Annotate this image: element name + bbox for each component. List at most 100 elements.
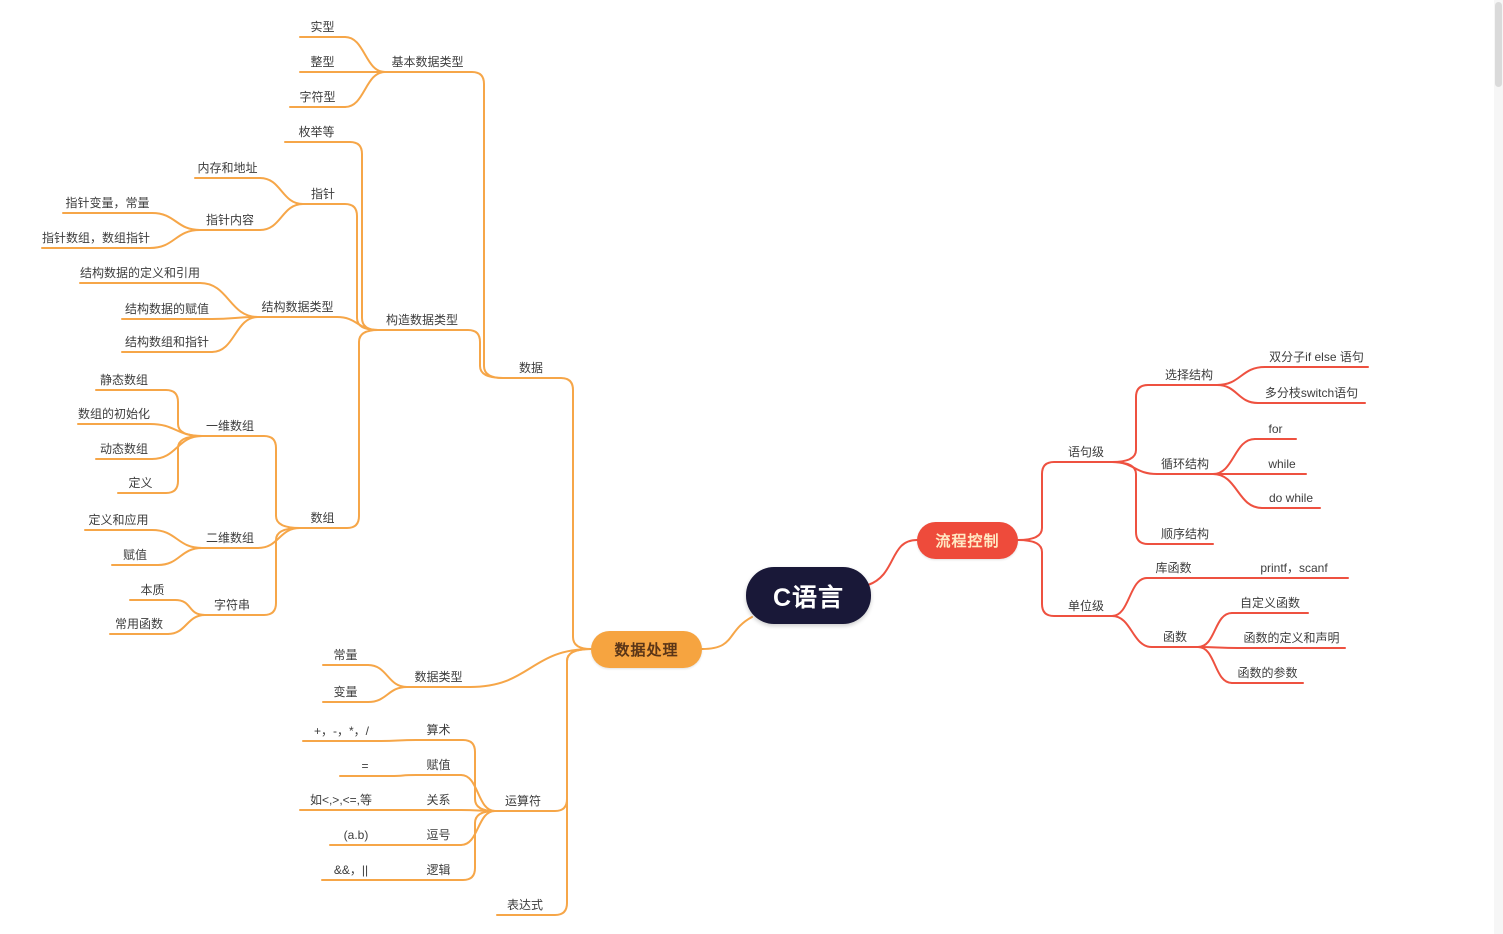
mindmap-node-label[interactable]: 结构数据的赋值: [124, 302, 209, 316]
center-to-left-connector: [701, 616, 753, 650]
mindmap-node-label[interactable]: 函数的定义和声明: [1243, 631, 1340, 645]
mindmap-node-label[interactable]: 结构数组和指针: [124, 335, 209, 349]
mindmap-node-label[interactable]: 顺序结构: [1160, 527, 1209, 541]
mindmap-node-label[interactable]: 赋值: [122, 548, 147, 562]
branch-connector: [1017, 539, 1061, 617]
mindmap-node-label[interactable]: for: [1268, 422, 1283, 436]
branch-connector: [259, 177, 304, 205]
mindmap-node-label[interactable]: 静态数组: [99, 373, 148, 387]
right-branch-topic[interactable]: 流程控制: [917, 522, 1018, 559]
mindmap-node-label[interactable]: 函数的参数: [1237, 666, 1298, 680]
mindmap-node-label[interactable]: 单位级: [1067, 599, 1104, 613]
mindmap-node-label[interactable]: 本质: [140, 583, 165, 597]
mindmap-node-label[interactable]: 定义和应用: [88, 513, 149, 527]
mindmap-node-label[interactable]: 整型: [310, 55, 335, 69]
mindmap-node-label[interactable]: 常用函数: [114, 617, 163, 631]
branch-connector: [558, 377, 592, 650]
scrollbar-track[interactable]: [1494, 0, 1503, 934]
mindmap-node-label[interactable]: 字符串: [213, 598, 250, 612]
mindmap-node-label[interactable]: while: [1268, 457, 1296, 471]
branch-connector: [211, 316, 259, 353]
mindmap-node-label[interactable]: 如<,>,<=,等: [309, 793, 373, 807]
mindmap-node-label[interactable]: 循环结构: [1160, 457, 1209, 471]
branch-connector: [344, 71, 386, 108]
branch-connector: [469, 648, 592, 688]
branch-connector: [1111, 461, 1158, 545]
mindmap-node-label[interactable]: 实型: [310, 20, 335, 34]
mindmap-node-label[interactable]: 构造数据类型: [385, 313, 458, 327]
mindmap-node-label[interactable]: 多分枝switch语句: [1264, 386, 1359, 400]
branch-connector: [149, 423, 203, 437]
branch-connector: [550, 648, 592, 812]
mindmap-node-label[interactable]: 定义: [128, 476, 153, 490]
mindmap-node-label[interactable]: 选择结构: [1164, 368, 1213, 382]
branch-connector: [1111, 384, 1162, 463]
branch-connector: [460, 810, 496, 881]
mindmap-node-label[interactable]: 关系: [426, 793, 451, 807]
mindmap-node-label[interactable]: 常量: [333, 648, 358, 662]
mindmap-node-label[interactable]: =: [361, 759, 369, 773]
mindmap-node-label[interactable]: 双分子if else 语句: [1269, 350, 1364, 364]
mindmap-node-label[interactable]: 指针数组，数组指针: [42, 231, 151, 245]
mindmap-node-label[interactable]: (a.b): [343, 828, 369, 842]
mindmap-node-label[interactable]: 库函数: [1155, 561, 1192, 575]
branch-connector: [367, 664, 408, 688]
mindmap-node-label[interactable]: do while: [1268, 491, 1314, 505]
mindmap-node-label[interactable]: 数据: [518, 361, 543, 375]
mindmap-node-label[interactable]: 字符型: [299, 90, 336, 104]
branch-connector: [257, 435, 301, 529]
branch-connector: [151, 389, 203, 437]
branch-connector: [1216, 384, 1259, 404]
branch-connector: [1216, 366, 1266, 386]
mindmap-node-label[interactable]: 运算符: [504, 794, 541, 808]
branch-connector: [344, 329, 379, 529]
mindmap-node-label[interactable]: 逻辑: [426, 863, 451, 877]
mindmap-node-label[interactable]: 数组: [310, 511, 335, 525]
mindmap-node-label[interactable]: 数据类型: [414, 670, 463, 684]
mindmap-node-label[interactable]: 结构数据类型: [261, 300, 334, 314]
branch-connector: [1111, 615, 1153, 648]
mindmap-node-label[interactable]: 指针: [310, 187, 335, 201]
mindmap-node-label[interactable]: 算术: [426, 723, 451, 737]
scrollbar-thumb[interactable]: [1495, 2, 1502, 87]
mindmap-node-label[interactable]: &&，||: [333, 863, 369, 877]
mindmap-node-label[interactable]: 内存和地址: [197, 161, 258, 175]
mindmap-node-label[interactable]: 表达式: [506, 898, 543, 912]
mindmap-node-label[interactable]: 基本数据类型: [391, 55, 464, 69]
left-branch-topic[interactable]: 数据处理: [591, 631, 702, 668]
mindmap-node-label[interactable]: 语句级: [1067, 445, 1104, 459]
branch-connector: [379, 739, 417, 742]
center-topic[interactable]: C语言: [746, 567, 871, 624]
branch-connector: [465, 329, 504, 379]
mindmap-node-label[interactable]: 动态数组: [99, 442, 148, 456]
branch-connector: [1111, 577, 1148, 617]
mindmap-node-label[interactable]: 指针变量，常量: [65, 196, 150, 210]
branch-connector: [257, 527, 301, 549]
mindmap-node-label[interactable]: 二维数组: [205, 531, 254, 545]
branch-connector: [151, 529, 203, 549]
mindmap-node-label[interactable]: 一维数组: [205, 419, 254, 433]
branch-connector: [389, 774, 417, 777]
branch-connector: [162, 435, 203, 494]
mindmap-node-label[interactable]: 数组的初始化: [78, 407, 151, 421]
mindmap-node-label[interactable]: +，-，*，/: [313, 724, 369, 738]
mindmap-node-label[interactable]: 自定义函数: [1239, 596, 1300, 610]
center-to-right-connector: [867, 539, 918, 586]
branch-connector: [1212, 438, 1256, 475]
mindmap-node-label[interactable]: 结构数据的定义和引用: [80, 266, 201, 280]
mindmap-node-label[interactable]: 函数: [1162, 630, 1187, 644]
mindmap-node-label[interactable]: 变量: [333, 685, 358, 699]
branch-connector: [342, 203, 379, 331]
branch-connector: [149, 229, 201, 249]
mindmap-node-label[interactable]: 指针内容: [205, 213, 254, 227]
branch-connector: [347, 141, 379, 331]
branch-connector: [258, 527, 301, 616]
branch-connector: [552, 648, 592, 916]
mindmap-node-label[interactable]: 枚举等: [298, 125, 335, 139]
mindmap-node-label[interactable]: 赋值: [426, 758, 451, 772]
mindmap-node-label[interactable]: printf，scanf: [1260, 561, 1328, 575]
branch-connector: [199, 282, 259, 318]
mindmap-node-label[interactable]: 逗号: [426, 828, 451, 842]
